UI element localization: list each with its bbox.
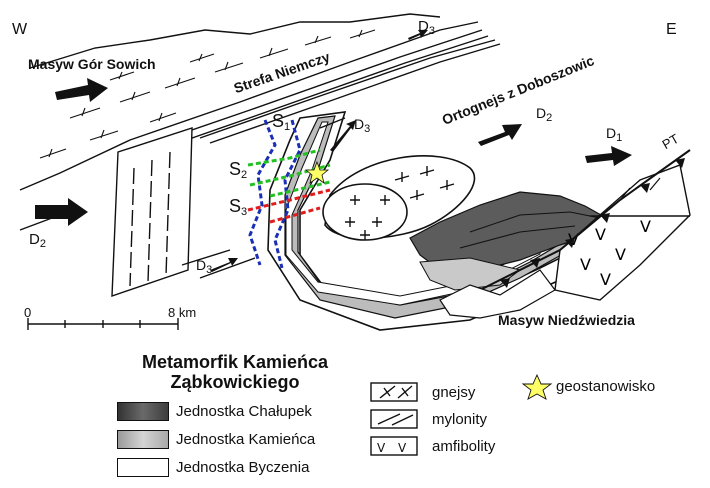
mylonite-block-west: [111, 127, 193, 297]
legend-unit-byczenia: Jednostka Byczenia: [176, 459, 310, 476]
label-s2: S2: [229, 159, 248, 181]
svg-text:V: V: [377, 441, 386, 455]
scale-bar: [27, 318, 179, 330]
label-s3: S3: [229, 196, 248, 218]
swatch-byczenia: [117, 458, 169, 477]
s1-trace: [248, 119, 302, 269]
arrow-strefa-top: [319, 117, 346, 129]
compass-east: E: [666, 21, 677, 38]
compass-west: W: [12, 21, 28, 38]
arrow-north-block: [55, 78, 108, 102]
thrust-pt: [479, 149, 691, 291]
swatch-chalupek: [117, 402, 169, 421]
label-d3-mid: D3: [354, 116, 371, 135]
legend-geostanowisko: geostanowisko: [556, 378, 656, 395]
scale-zero: 0: [24, 305, 32, 320]
geosite-star: [304, 160, 330, 184]
legend-rock-mylonity: mylonity: [432, 411, 488, 428]
arrow-d3-top: [408, 30, 428, 40]
legend-rock-symbols: V V: [370, 382, 418, 456]
label-d3-bottom: D3: [196, 257, 213, 276]
amphibolite-block-east: V V V V V V: [554, 164, 691, 301]
legend-star-icon: [521, 373, 553, 400]
label-d1: D1: [606, 125, 623, 144]
svg-text:V: V: [398, 441, 407, 455]
arrow-d3-mid: [330, 120, 356, 152]
svg-text:V: V: [615, 245, 626, 264]
arrow-d2-east: [478, 124, 522, 146]
swatch-kamienca: [117, 430, 169, 449]
svg-text:V: V: [595, 225, 606, 244]
lower-layers: [439, 269, 556, 319]
kinematic-arrows: [35, 30, 632, 272]
scale-end: 8 km: [168, 305, 197, 320]
region-masyw-gor-sowich: Masyw Gór Sowich: [28, 56, 156, 72]
label-d3-top: D3: [418, 18, 435, 37]
label-s1: S1: [272, 111, 291, 133]
label-d2-east: D2: [536, 105, 553, 124]
ortognejs-lens: [322, 155, 476, 241]
svg-text:V: V: [580, 255, 591, 274]
svg-text:V: V: [640, 217, 651, 236]
arrow-d1: [585, 146, 632, 166]
svg-text:V: V: [600, 270, 611, 289]
legend-title-line2: Ząbkowickiego: [170, 372, 300, 392]
label-d2-west: D2: [29, 231, 46, 250]
s3-trace: [247, 188, 331, 224]
region-masyw-niedzwiedzia: Masyw Niedźwiedzia: [498, 312, 635, 328]
legend-title-line1: Metamorfik Kamieńca: [141, 352, 329, 372]
legend-unit-kamienca: Jednostka Kamieńca: [176, 431, 316, 448]
arrow-d2-west: [35, 198, 88, 226]
arrow-d3-bottom: [210, 258, 238, 272]
legend-rock-gnejsy: gnejsy: [432, 384, 476, 401]
gneiss-ticks-north: [39, 29, 376, 159]
legend-unit-chalupek: Jednostka Chałupek: [176, 403, 312, 420]
legend-rock-amfibolity: amfibolity: [432, 438, 496, 455]
